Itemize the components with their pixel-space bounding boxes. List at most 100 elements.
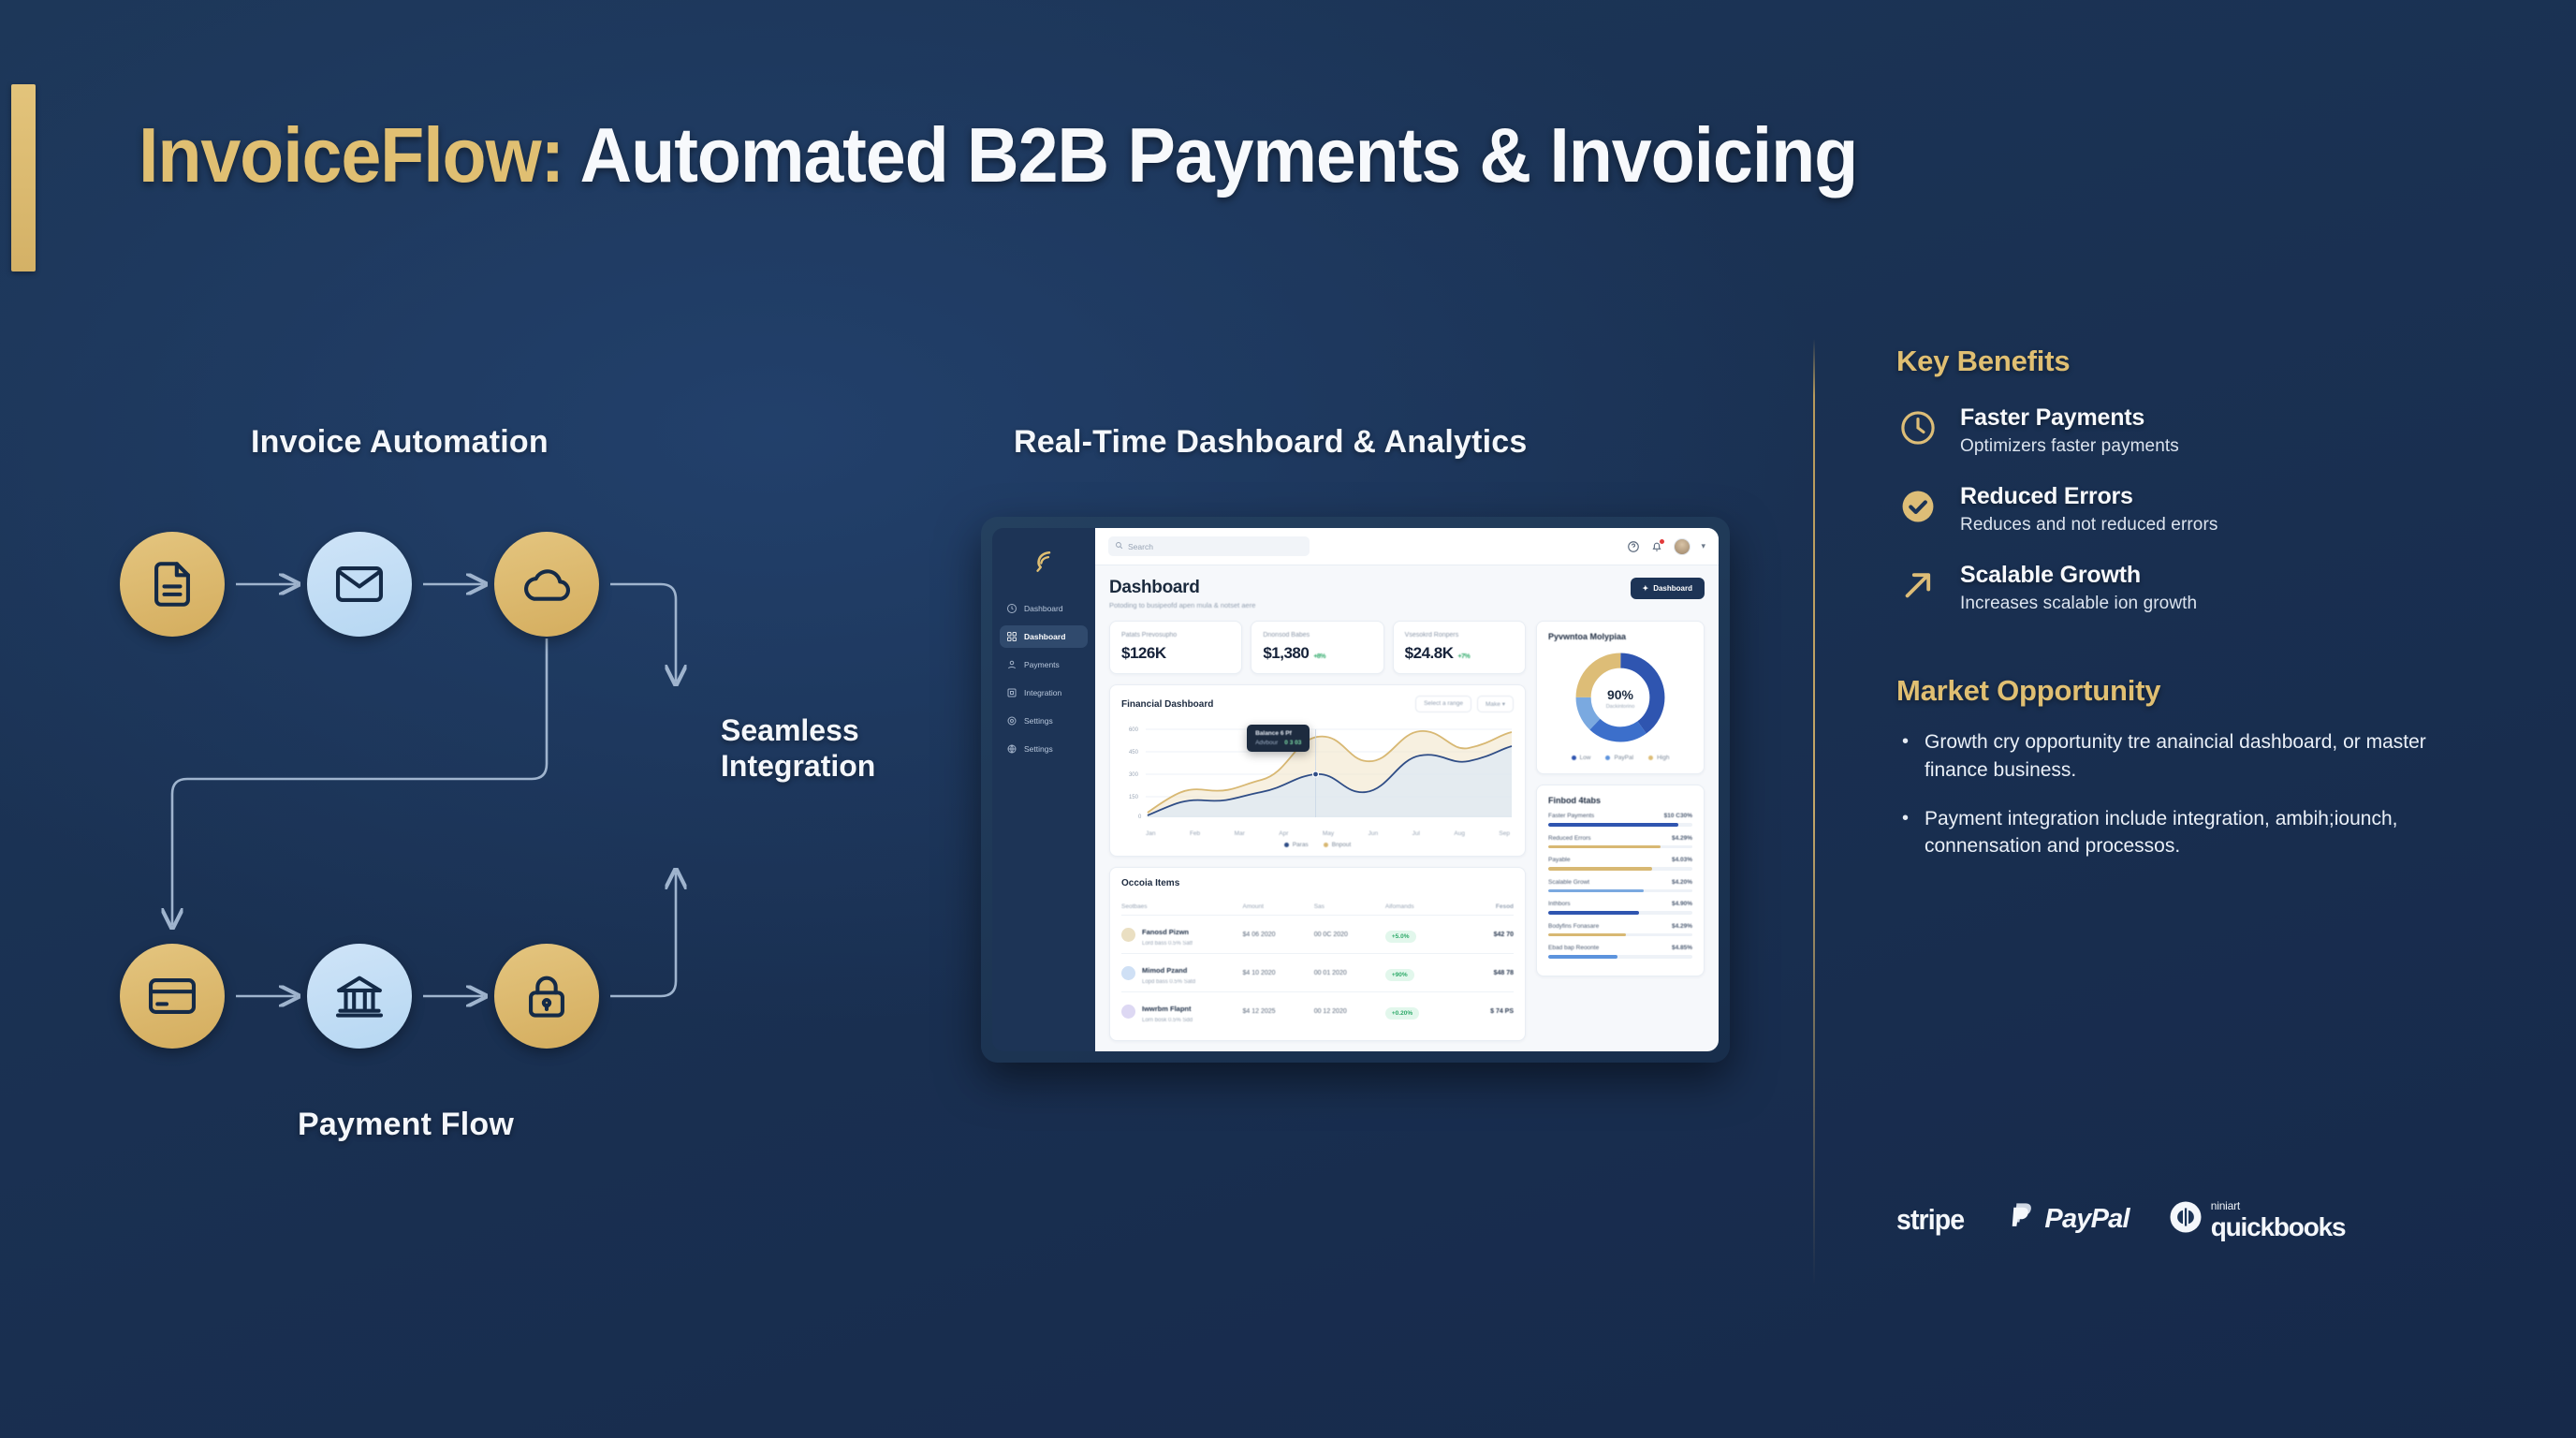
sidebar-item-dashboard-1[interactable]: Dashboard [1000, 597, 1088, 620]
sidebar-item-settings-2[interactable]: Settings [1000, 738, 1088, 760]
svg-text:300: 300 [1129, 772, 1139, 778]
bar-row: Inthbors$4.90% [1548, 901, 1692, 915]
row-total: $42 70 [1493, 931, 1515, 938]
row-date: 00 01 2020 [1313, 969, 1347, 976]
flow-node-email [307, 532, 412, 637]
row-change-badge: +90% [1384, 969, 1414, 981]
donut-caption: Dackintorino [1605, 704, 1635, 710]
title-accent-bar [11, 84, 36, 271]
stat-card: Dnonsod Babes $1,380+8% [1251, 621, 1384, 674]
chart-mode-select[interactable]: Make ▾ [1477, 696, 1514, 712]
stat-value: $1,380 [1263, 644, 1310, 662]
legend-label: Bnpout [1331, 842, 1352, 848]
dashboard-app: Dashboard Dashboard Payments Integration [992, 528, 1719, 1051]
benefit-title: Scalable Growth [1960, 562, 2141, 588]
donut-title: Pyvwntoa Molypiaa [1548, 632, 1627, 641]
trend-up-arrow-icon [1896, 562, 1939, 605]
rail-divider [1813, 339, 1815, 1286]
stat-delta: +8% [1313, 653, 1326, 660]
sidebar-label: Settings [1024, 744, 1053, 754]
bar-label: Scalable Growt [1548, 878, 1590, 886]
dashboard-primary-button[interactable]: ✦ Dashboard [1630, 578, 1705, 599]
flow-connectors [103, 506, 908, 1105]
gear-icon [1006, 715, 1017, 726]
avatar[interactable] [1674, 537, 1691, 555]
row-date: 00 0C 2020 [1313, 931, 1348, 938]
flow-node-security-lock [494, 944, 599, 1049]
lock-icon [520, 969, 574, 1023]
bar-label: Faster Payments [1548, 813, 1595, 819]
chart-x-axis-labels: Jan Feb Mar Apr May Jun Jul Aug Sep [1121, 829, 1514, 837]
row-amount: $4 12 2025 [1242, 1007, 1276, 1015]
x-tick: Mar [1234, 830, 1245, 837]
x-tick: Jun [1368, 830, 1379, 837]
row-change-badge: +0.20% [1384, 1007, 1420, 1020]
chart-header: Financial Dashboard Select a range Make … [1121, 696, 1514, 712]
cloud-icon [520, 557, 574, 611]
col-header: Aifomands [1384, 903, 1414, 910]
x-tick: Apr [1279, 830, 1289, 837]
list-item-text: Payment integration include integration,… [1925, 807, 2398, 858]
stat-label: Vsesokrd Ronpers [1404, 632, 1459, 638]
chart-range-select[interactable]: Select a range [1415, 696, 1472, 712]
legend-entry: Low [1571, 755, 1591, 761]
bar-value: $10 C30% [1663, 813, 1692, 819]
market-opportunity-heading: Market Opportunity [1896, 674, 2161, 707]
sidebar-item-dashboard-2[interactable]: Dashboard [1000, 625, 1088, 648]
search-placeholder: Search [1128, 541, 1153, 551]
x-tick: Jan [1146, 830, 1156, 837]
stat-card: Patats Prevosupho $126K [1109, 621, 1243, 674]
bars-title: Finbod 4tabs [1548, 796, 1601, 805]
chart-mode-label: Make [1486, 701, 1500, 708]
sidebar-item-payments[interactable]: Payments [1000, 653, 1088, 676]
list-item: • Payment integration include integratio… [1902, 805, 2477, 861]
benefit-faster-payments: Faster Payments Optimizers faster paymen… [1896, 404, 2477, 457]
sidebar-label: Payments [1024, 660, 1060, 669]
benefit-scalable-growth: Scalable Growth Increases scalable ion g… [1896, 562, 2477, 614]
dashboard-main-column: Patats Prevosupho $126K Dnonsod Babes $1… [1109, 621, 1526, 1041]
clock-icon [1896, 404, 1939, 448]
flow-node-credit-card [120, 944, 225, 1049]
sidebar-nav-list: Dashboard Dashboard Payments Integration [1000, 597, 1088, 760]
chevron-down-icon[interactable]: ▾ [1701, 541, 1705, 550]
row-amount: $4 06 2020 [1242, 931, 1276, 938]
bank-icon [332, 969, 387, 1023]
metrics-bars-card: Finbod 4tabs Faster Payments$10 C30% Red… [1536, 785, 1705, 976]
page-header: Dashboard Potoding to busipeofd apen mul… [1109, 578, 1705, 609]
bar-value: $4.20% [1671, 878, 1692, 886]
quickbooks-sub-wordmark: niniart [2210, 1199, 2241, 1212]
row-name: Iwwrbm Flapnt [1142, 1005, 1192, 1013]
label-seamless-integration: Seamless Integration [721, 713, 876, 783]
flow-node-document [120, 532, 225, 637]
list-item: • Growth cry opportunity tre anaincial d… [1902, 728, 2477, 785]
row-subtitle: Lopd bass 0.5% Satd [1142, 979, 1196, 985]
legend-label: Low [1579, 755, 1591, 761]
notifications-bell-icon[interactable] [1650, 537, 1666, 553]
col-header: Seotbaes [1121, 903, 1148, 910]
sidebar-item-integration[interactable]: Integration [1000, 682, 1088, 704]
page-title: InvoiceFlow: Automated B2B Payments & In… [139, 110, 1858, 200]
stat-delta: +7% [1457, 653, 1471, 660]
sidebar-label: Dashboard [1024, 632, 1066, 641]
sidebar-label: Integration [1024, 688, 1062, 697]
row-subtitle: Lord bass 0.5% Satf [1142, 941, 1193, 946]
dashboard-side-column: Pyvwntoa Molypiaa [1536, 621, 1705, 976]
stat-label: Dnonsod Babes [1263, 632, 1310, 638]
paypal-logo: PayPal [2009, 1201, 2130, 1238]
help-icon[interactable] [1627, 540, 1640, 553]
bar-label: Ebad bap Reoonte [1548, 945, 1600, 951]
donut-legend: Low PayPal High [1548, 750, 1692, 763]
sidebar-item-settings-1[interactable]: Settings [1000, 710, 1088, 732]
benefit-description: Increases scalable ion growth [1960, 594, 2198, 613]
paypal-wordmark: PayPal [2044, 1204, 2130, 1234]
chart-controls: Select a range Make ▾ [1415, 696, 1514, 712]
row-date: 00 12 2020 [1313, 1007, 1347, 1015]
search-input[interactable]: Search [1108, 536, 1310, 556]
svg-text:600: 600 [1129, 727, 1139, 733]
